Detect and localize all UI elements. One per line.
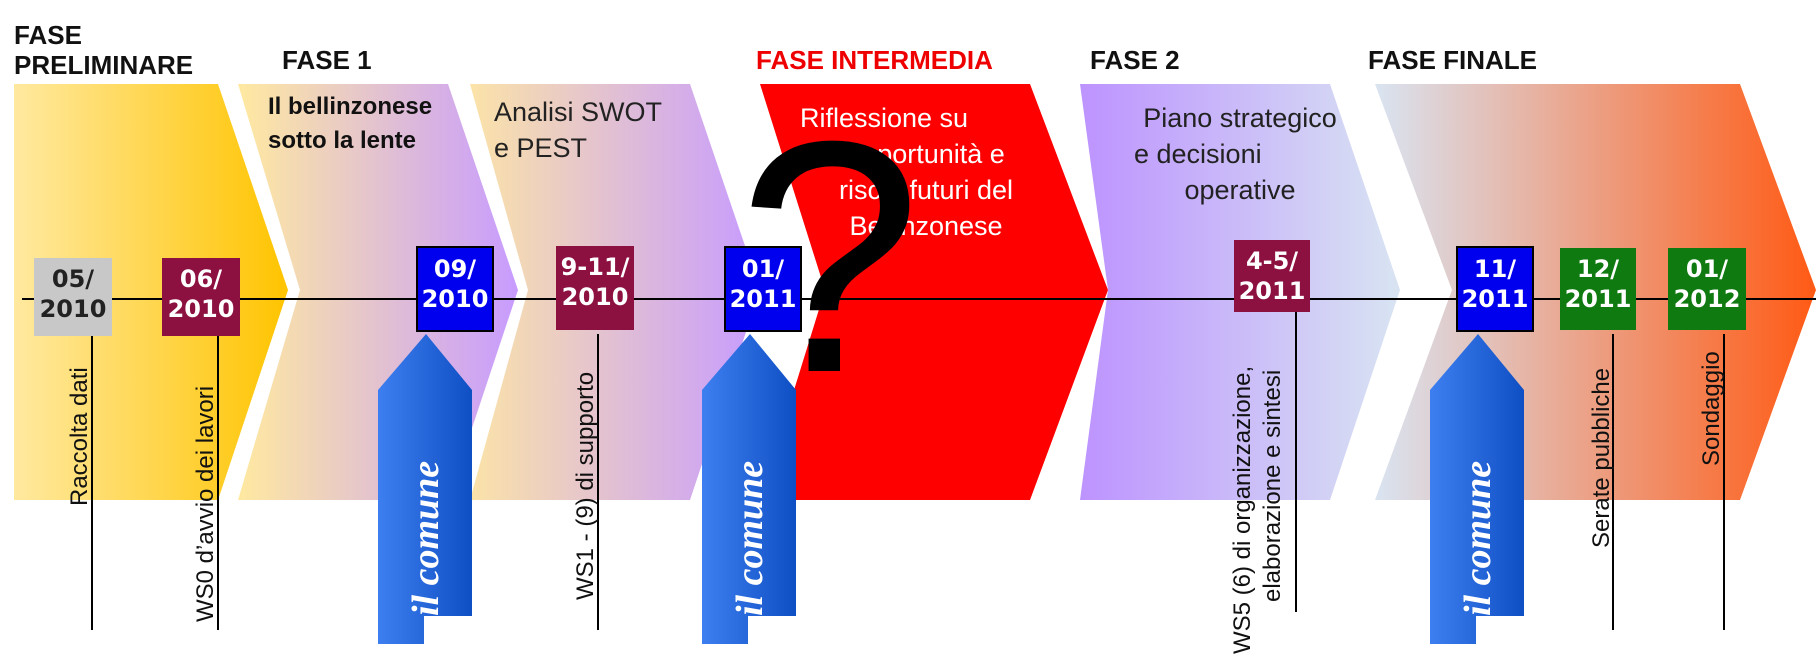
comune-label-2: il comune: [729, 460, 771, 616]
milestone-month: 4-5/: [1245, 247, 1299, 275]
comune-arrow-2: [702, 334, 796, 644]
milestone-01-2011: 01/ 2011: [724, 246, 802, 332]
milestone-4-5-2011: 4-5/ 2011: [1234, 240, 1310, 312]
phase-title-finale: FASE FINALE: [1368, 45, 1538, 75]
stage-text-swot: Analisi SWOT e PEST: [494, 94, 662, 166]
stage-text-line: Analisi SWOT: [494, 97, 663, 127]
milestone-year: 2011: [1564, 285, 1632, 313]
chevron-fase-preliminare: [14, 84, 288, 500]
label-ws5-line2: elaborazione e sintesi: [1259, 369, 1286, 602]
milestone-month: 01/: [741, 255, 785, 283]
milestone-year: 2011: [1461, 285, 1529, 313]
stage-text-line: Riflessione su: [800, 103, 969, 133]
milestone-year: 2011: [1238, 277, 1306, 305]
chevron-fase-intermedia: [760, 84, 1108, 500]
stage-text-bellinzonese: Il bellinzonese sotto la lente: [268, 90, 432, 158]
stage-text-line: e decisioni: [1134, 139, 1262, 169]
milestone-year: 2010: [39, 295, 107, 323]
milestone-06-2010: 06/ 2010: [162, 258, 240, 336]
phase-title-fase2: FASE 2: [1090, 45, 1180, 75]
milestone-year: 2010: [167, 295, 235, 323]
label-raccolta-dati: Raccolta dati: [66, 367, 93, 506]
milestone-01-2012: 01/ 2012: [1668, 248, 1746, 330]
comune-label-3: il comune: [1457, 460, 1499, 616]
milestone-month: 06/: [179, 265, 223, 293]
milestone-year: 2012: [1673, 285, 1741, 313]
label-ws0: WS0 d’avvio dei lavori: [192, 385, 219, 622]
stage-text-line: Bellinzonese: [849, 211, 1003, 241]
milestone-05-2010: 05/ 2010: [34, 258, 112, 336]
milestone-year: 2011: [729, 285, 797, 313]
label-ws5-line1: WS5 (6) di organizzazione,: [1229, 365, 1256, 654]
milestone-9-11-2010: 9-11/ 2010: [556, 246, 634, 330]
milestone-11-2011: 11/ 2011: [1456, 246, 1534, 332]
phase-title-fase1: FASE 1: [282, 45, 372, 75]
stage-text-line: Il bellinzonese: [268, 93, 433, 120]
milestone-month: 11/: [1473, 255, 1517, 283]
milestone-month: 05/: [51, 265, 95, 293]
milestone-month: 12/: [1576, 255, 1620, 283]
stage-text-line: e PEST: [494, 133, 588, 163]
milestone-year: 2010: [421, 285, 489, 313]
comune-arrow-1: [378, 334, 472, 644]
comune-label-1: il comune: [405, 460, 447, 616]
stage-text-line: operative: [1184, 175, 1296, 205]
milestone-month: 9-11/: [560, 253, 630, 281]
stage-text-riflessione: Riflessione su opportunità e rischi futu…: [786, 100, 1066, 244]
stage-text-piano: Piano strategico e decisioni operative: [1120, 100, 1360, 208]
milestone-09-2010: 09/ 2010: [416, 246, 494, 332]
label-ws5: WS5 (6) di organizzazione, elaborazione …: [1228, 366, 1288, 654]
comune-arrow-3: [1430, 334, 1524, 644]
phase-title-preliminare: FASE PRELIMINARE: [14, 20, 194, 80]
label-ws1: WS1 - (9) di supporto: [572, 371, 599, 600]
stage-text-line: Piano strategico: [1143, 103, 1337, 133]
phase-title-intermedia: FASE INTERMEDIA: [756, 45, 993, 75]
milestone-year: 2010: [561, 283, 629, 311]
stage-text-line: sotto la lente: [268, 127, 417, 154]
stage-text-line: opportunità e: [847, 139, 1005, 169]
milestone-month: 01/: [1685, 255, 1729, 283]
milestone-month: 09/: [433, 255, 477, 283]
milestone-12-2011: 12/ 2011: [1560, 248, 1636, 330]
stage-text-line: rischi futuri del: [838, 175, 1014, 205]
label-sondaggio: Sondaggio: [1698, 351, 1725, 466]
label-serate-pubbliche: Serate pubbliche: [1588, 367, 1615, 548]
